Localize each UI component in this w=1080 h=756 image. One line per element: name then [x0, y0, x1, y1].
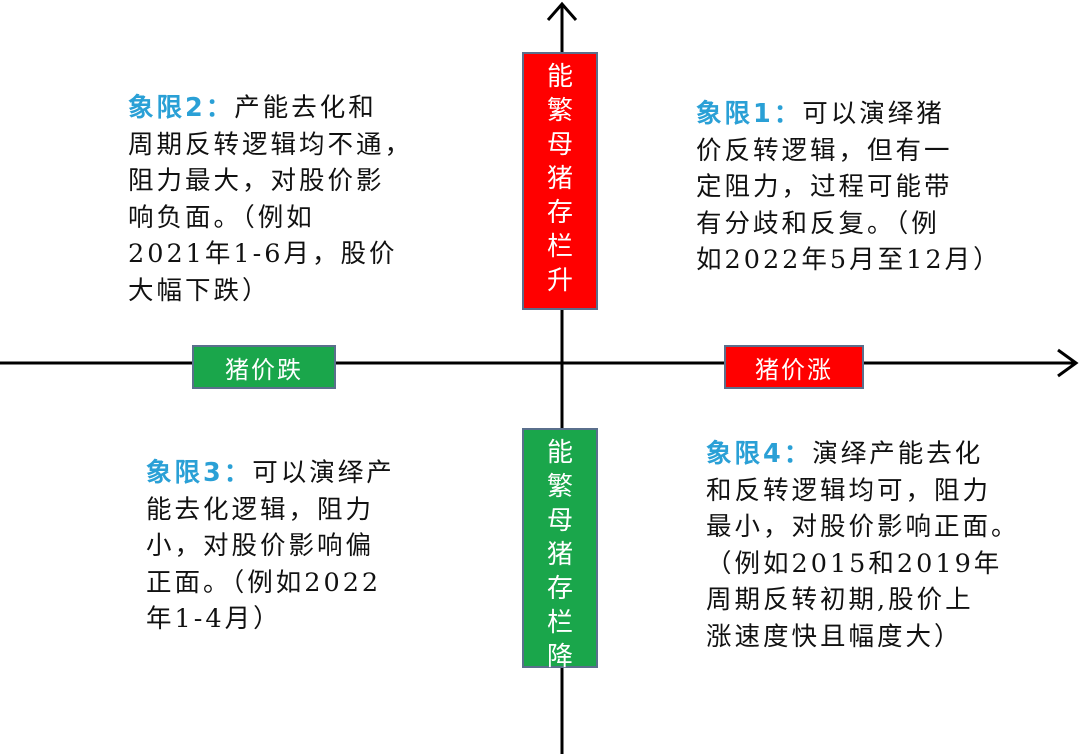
sow-down-char: 能 — [546, 438, 573, 468]
quadrant-4-text: 象限4：演绎产能去化 和反转逻辑均可，阻力 最小，对股价影响正面。 （例如201… — [706, 436, 1066, 655]
sow-up-char: 母 — [546, 130, 573, 160]
quadrant-2-text: 象限2：产能去化和 周期反转逻辑均不通， 阻力最大，对股价影 响负面。（例如 2… — [128, 90, 448, 309]
quadrant-3-body: 可以演绎产 能去化逻辑，阻力 小，对股价影响偏 正面。（例如2022 年1-4月… — [146, 458, 395, 634]
quadrant-4-title: 象限4： — [706, 439, 813, 469]
sow-inventory-down-box: 能 繁 母 猪 存 栏 降 — [522, 428, 598, 672]
quadrant-1-body: 可以演绎猪 价反转逻辑，但有一 定阻力，过程可能带 有分歧和反复。（例 如202… — [696, 99, 1002, 275]
quadrant-2-body: 产能去化和 周期反转逻辑均不通， 阻力最大，对股价影 响负面。（例如 2021年… — [128, 93, 414, 306]
sow-down-char: 降 — [546, 642, 573, 672]
pig-price-rise-box: 猪价涨 — [724, 345, 864, 389]
vertical-axis-arrowhead — [546, 1, 578, 21]
sow-down-char: 栏 — [546, 608, 573, 638]
sow-up-char: 猪 — [546, 164, 573, 194]
sow-up-char: 繁 — [546, 96, 573, 126]
horizontal-axis-arrowhead — [1057, 348, 1079, 378]
sow-up-char: 能 — [546, 62, 573, 92]
quadrant-1-title: 象限1： — [696, 99, 803, 129]
sow-down-char: 猪 — [546, 540, 573, 570]
quadrant-3-text: 象限3：可以演绎产 能去化逻辑，阻力 小，对股价影响偏 正面。（例如2022 年… — [146, 455, 446, 638]
sow-down-char: 繁 — [546, 472, 573, 502]
pig-price-fall-box: 猪价跌 — [192, 345, 336, 389]
sow-up-char: 存 — [546, 198, 573, 228]
sow-inventory-up-box: 能 繁 母 猪 存 栏 升 — [522, 52, 598, 310]
quadrant-4-body: 演绎产能去化 和反转逻辑均可，阻力 最小，对股价影响正面。 （例如2015和20… — [706, 439, 1020, 652]
quadrant-1-text: 象限1：可以演绎猪 价反转逻辑，但有一 定阻力，过程可能带 有分歧和反复。（例 … — [696, 96, 1016, 279]
sow-up-char: 栏 — [546, 232, 573, 262]
sow-up-char: 升 — [546, 266, 573, 296]
sow-down-char: 存 — [546, 574, 573, 604]
sow-down-char: 母 — [546, 506, 573, 536]
quadrant-3-title: 象限3： — [146, 458, 253, 488]
quadrant-2-title: 象限2： — [128, 93, 235, 123]
